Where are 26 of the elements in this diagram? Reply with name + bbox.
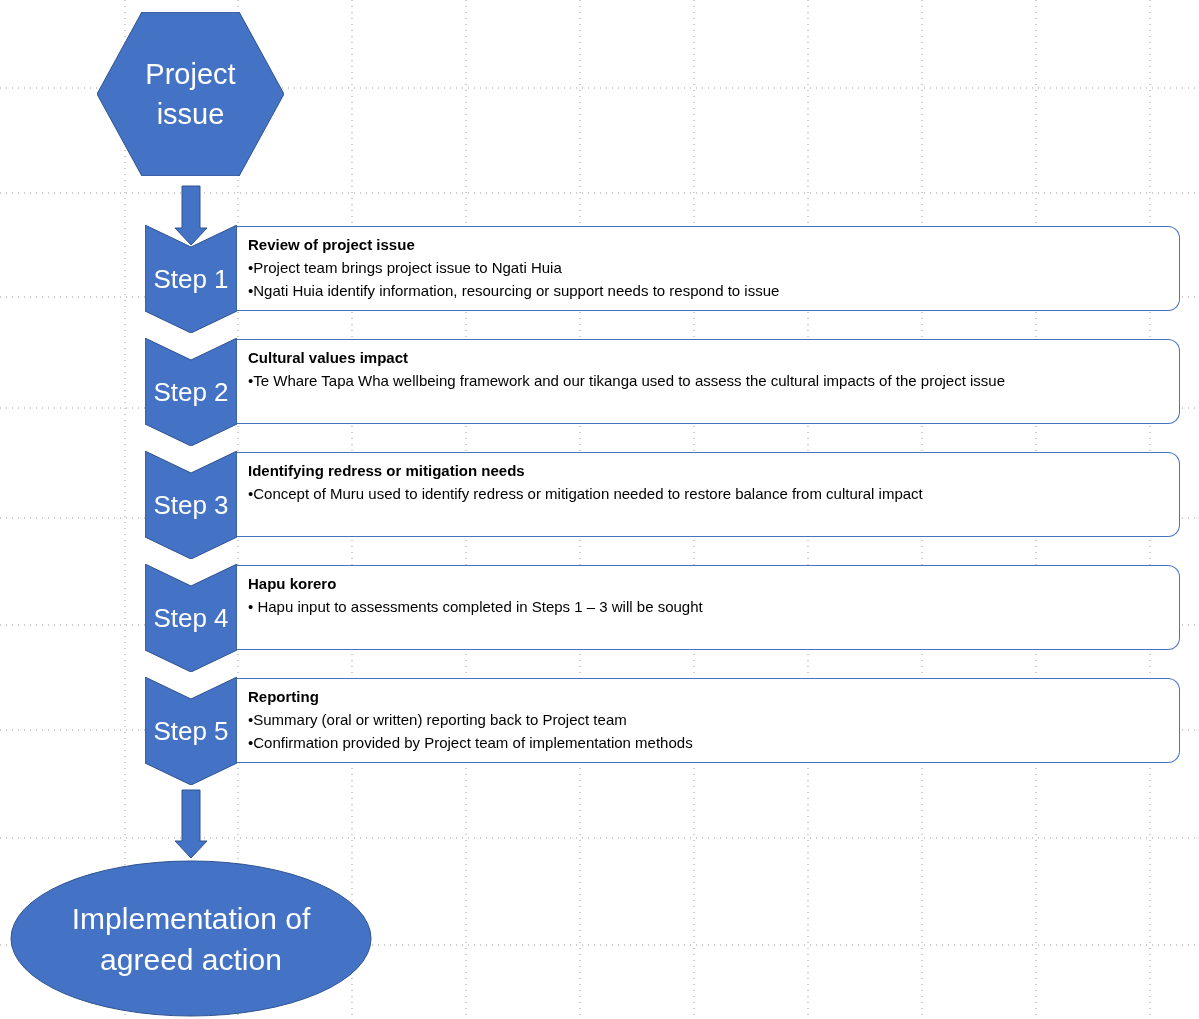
step-label: Step 5 [153,716,229,746]
bullet-text: •Summary (oral or written) reporting back to Project team [248,710,627,730]
step-description-box [237,678,1180,763]
shape-label: Project issue [144,57,237,132]
step-description-box [237,452,1180,537]
shape-label: Implementation of agreed action [70,900,312,978]
step-heading: Identifying redress or mitigation needs [248,461,525,481]
bullet-text: •Ngati Huia identify information, resourcing or support needs to respond to issue [248,281,780,301]
bullet-text: • Hapu input to assessments completed in Steps 1 – 3 will be sought [248,597,703,617]
bullet-text: •Confirmation provided by Project team of implementation methods [248,733,693,753]
step-heading: Reporting [248,687,319,707]
step-description-box [237,339,1180,424]
bullet-text: •Project team brings project issue to Ngati Huia [248,258,562,278]
arrow [174,789,208,859]
step-label: Step 2 [153,377,229,407]
arrow [174,185,208,246]
bullet-text: •Concept of Muru used to identify redress or mitigation needed to restore balance from cultural impact [248,484,923,504]
step-label: Step 1 [153,264,229,294]
step-description-box [237,565,1180,650]
step-label: Step 3 [153,490,229,520]
step-label: Step 4 [153,603,229,633]
step-heading: Review of project issue [248,235,415,255]
step-heading: Hapu korero [248,574,337,594]
step-description-box [237,226,1180,311]
bullet-text: •Te Whare Tapa Wha wellbeing framework and our tikanga used to assess the cultural impacts of the project issue [248,371,1006,391]
step-heading: Cultural values impact [248,348,409,368]
